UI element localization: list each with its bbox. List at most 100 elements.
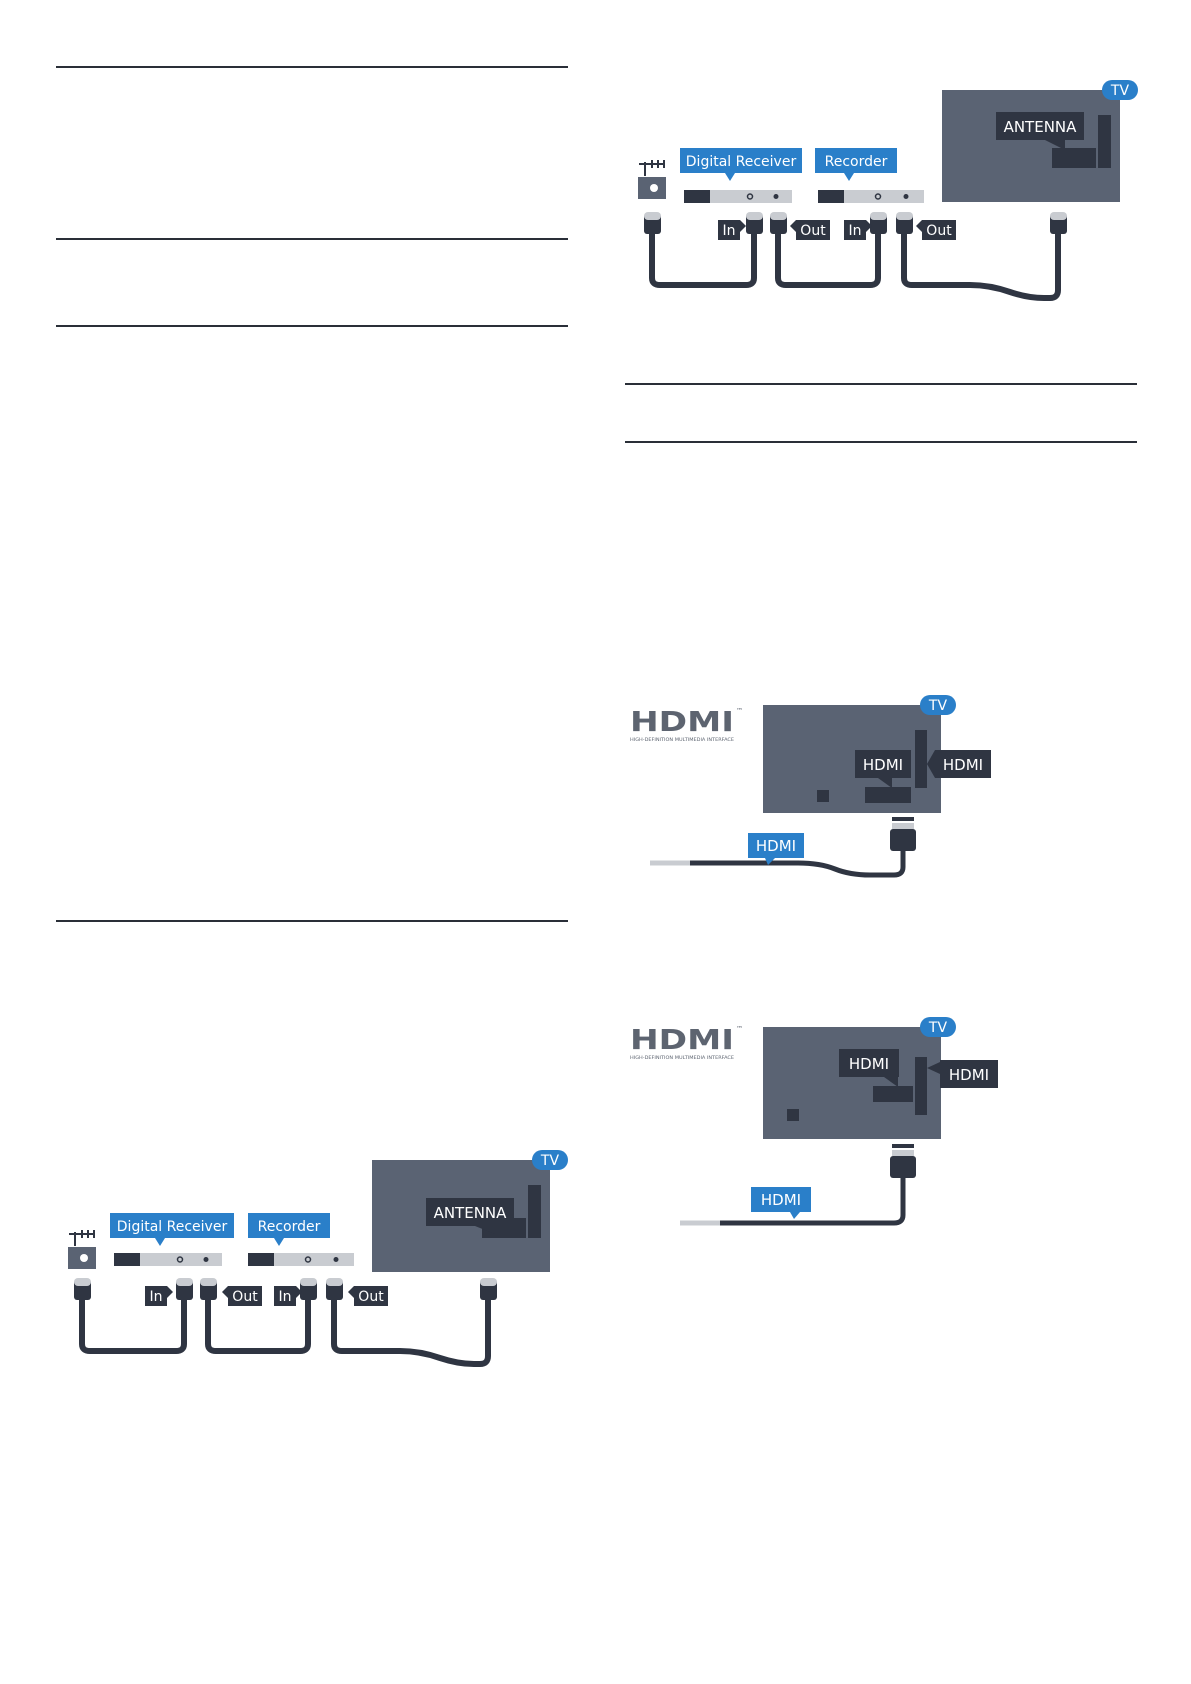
coax-cable	[331, 1298, 491, 1367]
coax-connector	[644, 212, 661, 234]
section-divider	[625, 383, 1137, 385]
recorder-label: Recorder	[258, 1219, 321, 1235]
tv-port-slot	[1098, 115, 1111, 168]
coax-connector	[176, 1278, 193, 1300]
hdmi-plug	[890, 817, 916, 851]
recorder-callout: Recorder	[815, 148, 897, 181]
hdmi-logo-text: HDMI	[630, 705, 734, 738]
hdmi-logo: HDMI ™ HIGH-DEFINITION MULTIMEDIA INTERF…	[630, 705, 743, 743]
section-divider	[56, 238, 568, 240]
hdmi-cable	[720, 1178, 906, 1226]
tv-badge: TV	[920, 695, 956, 715]
coax-cable	[775, 232, 881, 288]
coax-cable	[79, 1298, 187, 1354]
hdmi-side-callout: HDMI	[927, 1060, 998, 1088]
coax-cable	[649, 232, 757, 288]
coax-cable	[901, 232, 1061, 301]
tv-body	[763, 1027, 941, 1139]
hdmi-logo-subtitle: HIGH-DEFINITION MULTIMEDIA INTERFACE	[630, 1055, 734, 1061]
coax-connector	[870, 212, 887, 234]
tv-port-slot	[1052, 148, 1096, 168]
tv-port-slot	[915, 730, 927, 788]
antenna-callout-label: ANTENNA	[434, 1204, 508, 1222]
hdmi-side-label: HDMI	[949, 1066, 989, 1084]
tv-body	[942, 90, 1120, 202]
hdmi-logo: HDMI ™ HIGH-DEFINITION MULTIMEDIA INTERF…	[630, 1023, 743, 1061]
out-tag: Out	[222, 1286, 262, 1306]
tv-badge-label: TV	[1110, 83, 1130, 99]
hdmi-connection-svg: HDMI ™ HIGH-DEFINITION MULTIMEDIA INTERF…	[630, 695, 991, 878]
tv-badge-label: TV	[928, 698, 948, 714]
hdmi-port-label: HDMI	[863, 756, 903, 774]
hdmi-cable-label: HDMI	[756, 837, 796, 855]
digital-receiver-device	[684, 190, 792, 203]
digital-receiver-label: Digital Receiver	[686, 154, 797, 170]
digital-receiver-callout: Digital Receiver	[110, 1213, 234, 1246]
hdmi-logo-subtitle: HIGH-DEFINITION MULTIMEDIA INTERFACE	[630, 737, 734, 743]
section-divider	[56, 920, 568, 922]
in-label: In	[722, 223, 735, 239]
in-tag: In	[145, 1286, 173, 1306]
digital-receiver-device	[114, 1253, 222, 1266]
wall-antenna-icon	[68, 1230, 96, 1269]
recorder-label: Recorder	[825, 154, 888, 170]
tv-port-slot	[873, 1086, 913, 1102]
hdmi-side-callout: HDMI	[927, 750, 991, 778]
out-label: Out	[926, 223, 952, 239]
tv-badge-label: TV	[540, 1153, 560, 1169]
coax-connector	[896, 212, 913, 234]
in-label: In	[149, 1289, 162, 1305]
tv-indicator	[817, 790, 829, 802]
in-label: In	[848, 223, 861, 239]
hdmi-logo-tm: ™	[736, 1025, 743, 1033]
tv-badge-label: TV	[928, 1020, 948, 1036]
tv-port-slot	[865, 787, 911, 803]
coax-connector	[770, 212, 787, 234]
tv-badge: TV	[532, 1150, 568, 1170]
recorder-callout: Recorder	[248, 1213, 330, 1246]
hdmi-logo-tm: ™	[736, 707, 743, 715]
tv-port-slot	[528, 1185, 541, 1238]
coax-connector	[1050, 212, 1067, 234]
hdmi-plug	[890, 1144, 916, 1178]
out-tag: Out	[790, 220, 830, 240]
hdmi-port-callout: HDMI	[839, 1049, 899, 1087]
antenna-chain-svg: TV ANTENNA Digital Receiver Recorder	[638, 80, 1138, 301]
out-label: Out	[232, 1289, 258, 1305]
out-tag: Out	[348, 1286, 388, 1306]
recorder-device	[248, 1253, 354, 1266]
out-label: Out	[800, 223, 826, 239]
antenna-chain-svg: TV ANTENNA Digital Receiver Recorder	[68, 1150, 568, 1367]
hdmi-port-label: HDMI	[849, 1055, 889, 1073]
coax-connector	[480, 1278, 497, 1300]
digital-receiver-label: Digital Receiver	[117, 1219, 228, 1235]
section-divider	[56, 325, 568, 327]
recorder-device	[818, 190, 924, 203]
antenna-chain-diagram: TV ANTENNA Digital Receiver Recorder	[630, 80, 1140, 305]
tv-indicator	[787, 1109, 799, 1121]
out-tag: Out	[916, 220, 956, 240]
hdmi-connection-diagram: HDMI ™ HIGH-DEFINITION MULTIMEDIA INTERF…	[630, 695, 991, 905]
in-tag: In	[274, 1286, 302, 1306]
out-label: Out	[358, 1289, 384, 1305]
wall-antenna-icon	[638, 160, 666, 199]
antenna-callout: ANTENNA	[996, 112, 1084, 150]
coax-connector	[74, 1278, 91, 1300]
coax-connector	[326, 1278, 343, 1300]
hdmi-cable-label: HDMI	[761, 1191, 801, 1209]
coax-connector	[200, 1278, 217, 1300]
tv-badge: TV	[920, 1017, 956, 1037]
antenna-chain-diagram: TV ANTENNA Digital Receiver Recorder	[60, 1150, 570, 1375]
hdmi-logo-text: HDMI	[630, 1023, 734, 1056]
tv-port-slot	[915, 1057, 927, 1115]
hdmi-connection-diagram: HDMI ™ HIGH-DEFINITION MULTIMEDIA INTERF…	[630, 1017, 1000, 1237]
section-divider	[56, 66, 568, 68]
section-divider	[625, 441, 1137, 443]
antenna-callout-label: ANTENNA	[1004, 118, 1078, 136]
coax-connector	[746, 212, 763, 234]
coax-connector	[300, 1278, 317, 1300]
tv-badge: TV	[1102, 80, 1138, 100]
tv-body	[763, 705, 941, 813]
hdmi-cable-callout: HDMI	[748, 833, 804, 865]
digital-receiver-callout: Digital Receiver	[680, 148, 802, 181]
